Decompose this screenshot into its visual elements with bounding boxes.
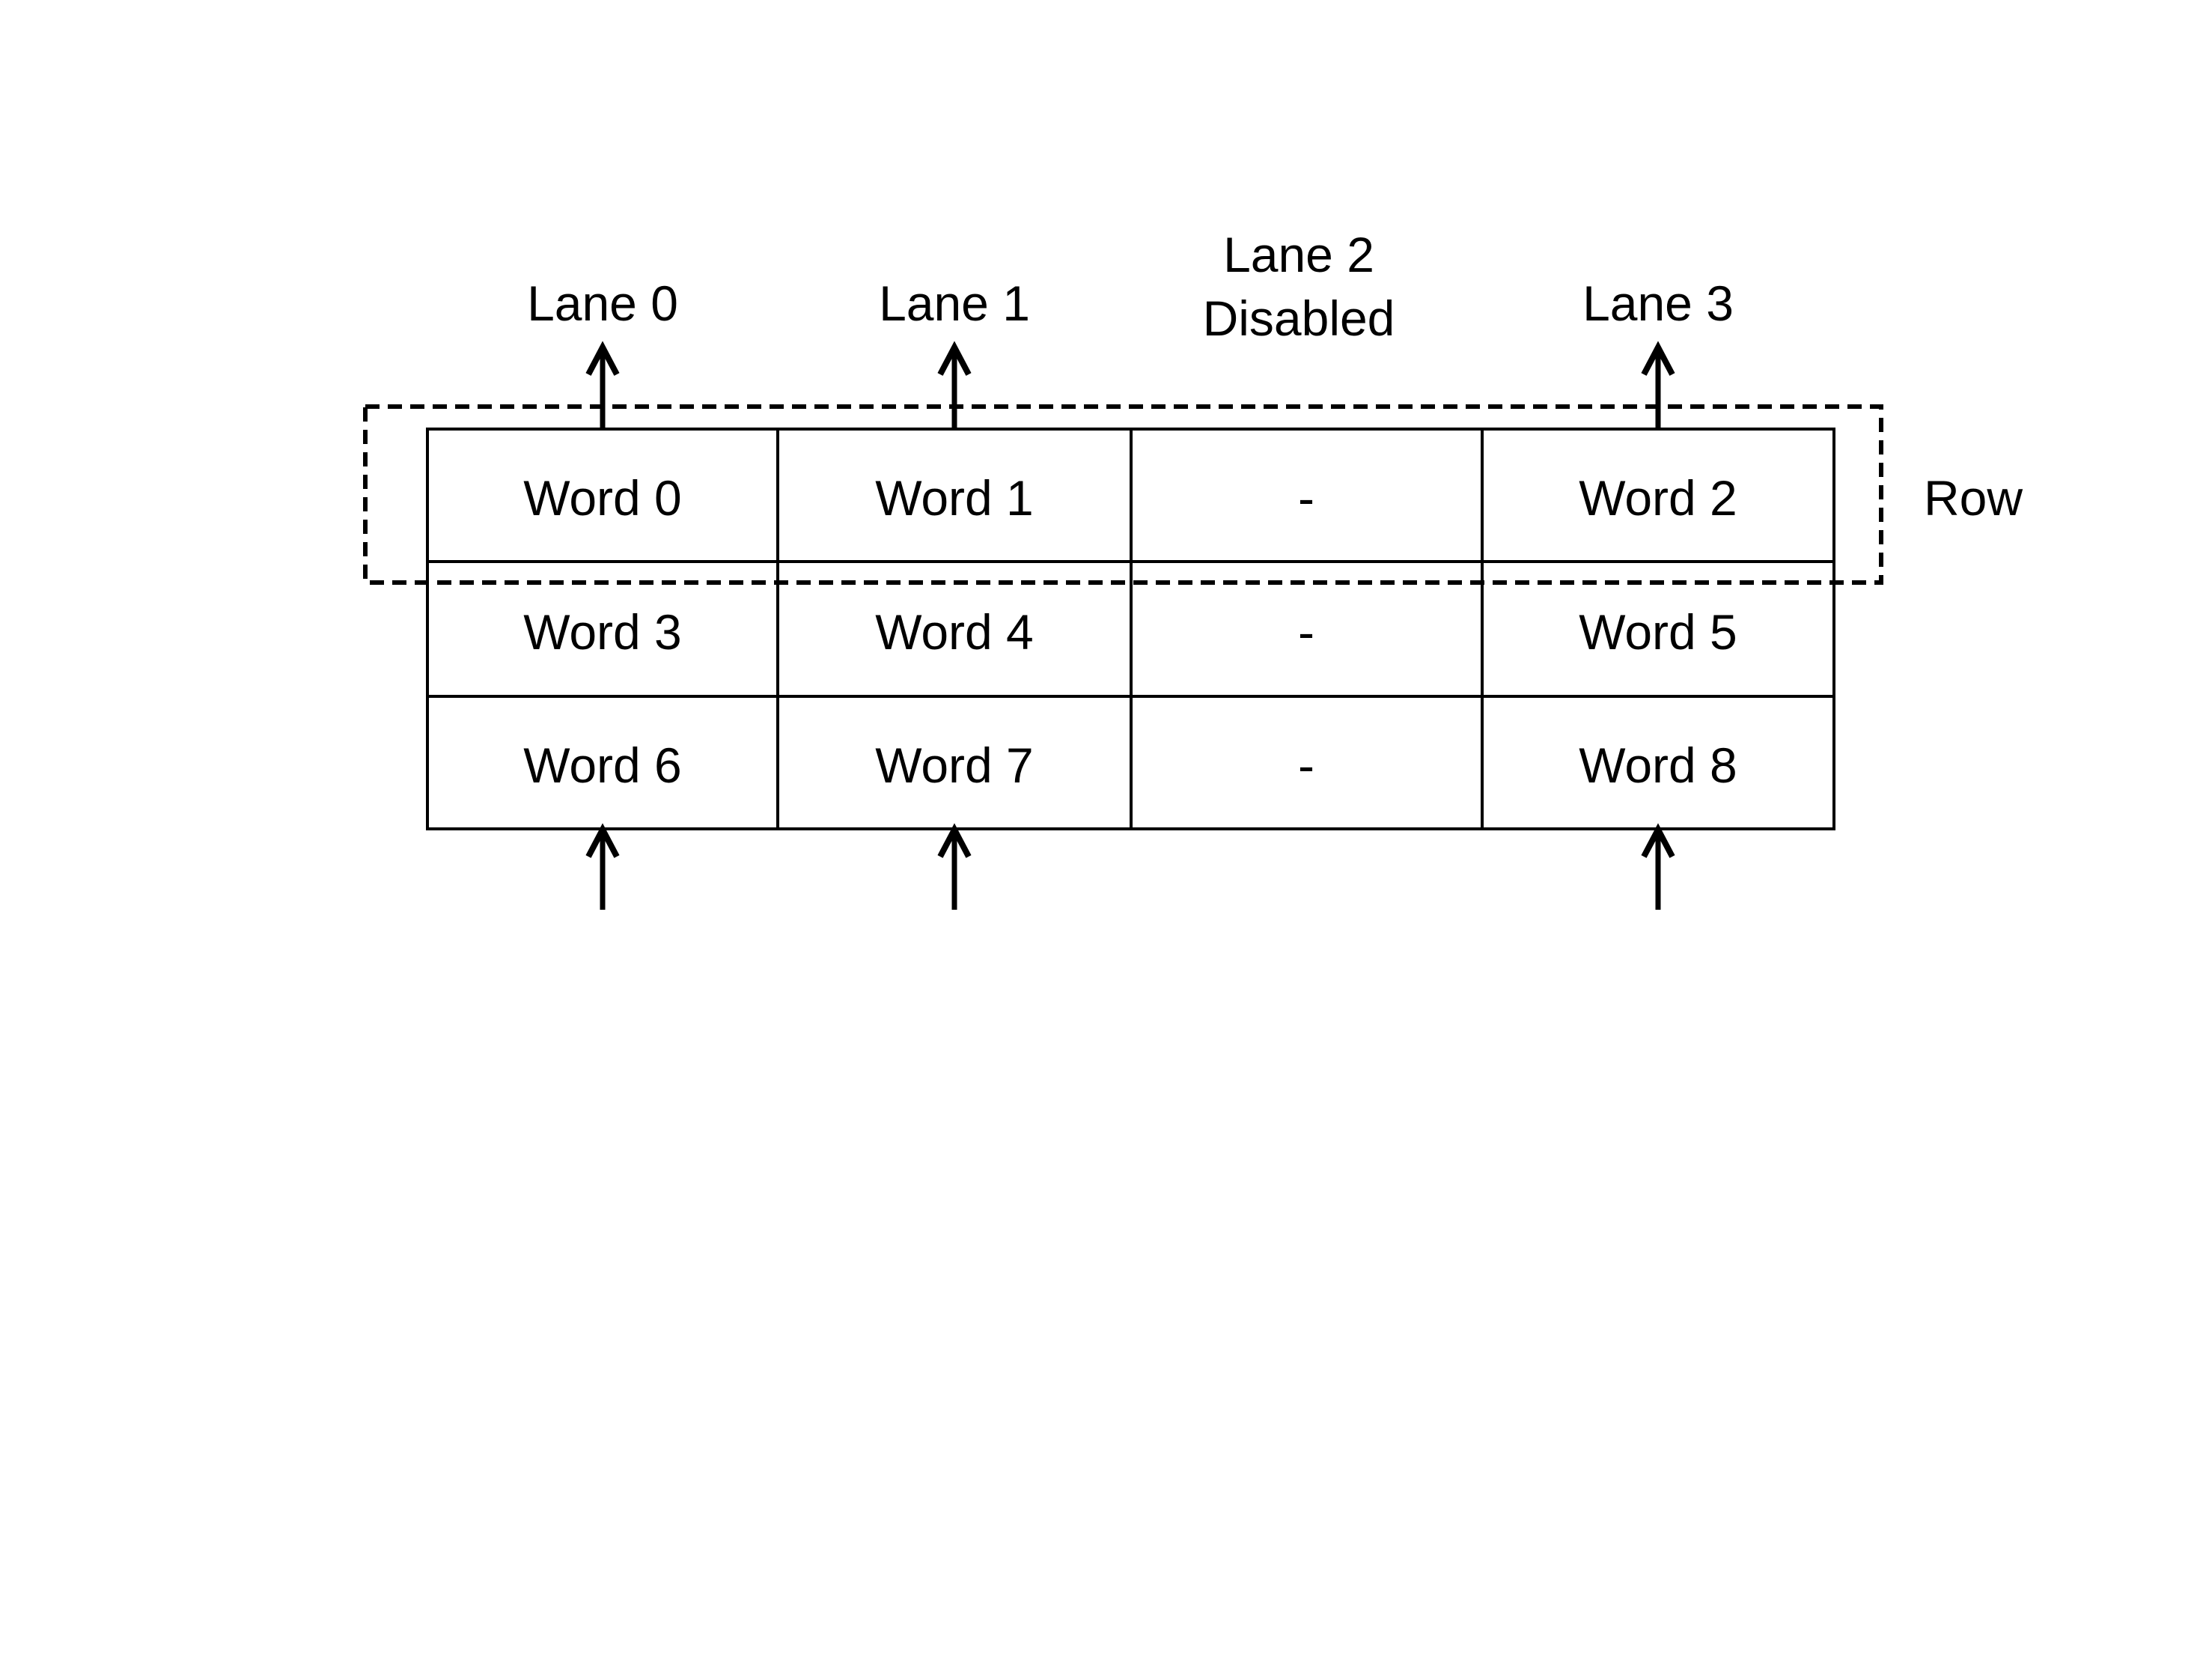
cell-r0c1: Word 1 xyxy=(875,470,1034,526)
cell-r1c2: - xyxy=(1298,604,1314,660)
lane-0-label: Lane 0 xyxy=(527,276,678,331)
cell-r2c0: Word 6 xyxy=(523,738,682,793)
lane-3-output-arrow xyxy=(1641,341,1675,428)
lane-0-output-arrow-head xyxy=(585,341,620,376)
cell-r0c3: Word 2 xyxy=(1579,470,1737,526)
lane-3-label: Lane 3 xyxy=(1582,276,1734,331)
lane-1-output-arrow-head xyxy=(937,341,972,376)
row-annotation-label: Row xyxy=(1924,470,2023,526)
lane-2-label-line-2: Disabled xyxy=(1203,291,1395,346)
cell-r1c0: Word 3 xyxy=(523,604,682,660)
cell-r1c3: Word 5 xyxy=(1579,604,1737,660)
lane-1-input-arrow xyxy=(937,823,972,910)
cell-r0c0: Word 0 xyxy=(523,470,682,526)
lane-0-output-arrow xyxy=(585,341,620,428)
lane-0-input-arrow-head xyxy=(585,823,620,858)
row-highlight-dashed-box xyxy=(363,404,1883,585)
cell-r2c1: Word 7 xyxy=(875,738,1034,793)
cell-r0c2: - xyxy=(1298,470,1314,526)
lane-1-output-arrow xyxy=(937,341,972,428)
lane-3-output-arrow-head xyxy=(1641,341,1675,376)
lane-1-label: Lane 1 xyxy=(879,276,1030,331)
lane-0-input-arrow xyxy=(585,823,620,910)
cell-r1c1: Word 4 xyxy=(875,604,1034,660)
lane-1-input-arrow-head xyxy=(937,823,972,858)
lane-2-label-line-1: Lane 2 xyxy=(1223,227,1374,282)
lane-3-input-arrow xyxy=(1641,823,1675,910)
cell-r2c3: Word 8 xyxy=(1579,738,1737,793)
cell-r2c2: - xyxy=(1298,738,1314,793)
lane-3-input-arrow-head xyxy=(1641,823,1675,858)
